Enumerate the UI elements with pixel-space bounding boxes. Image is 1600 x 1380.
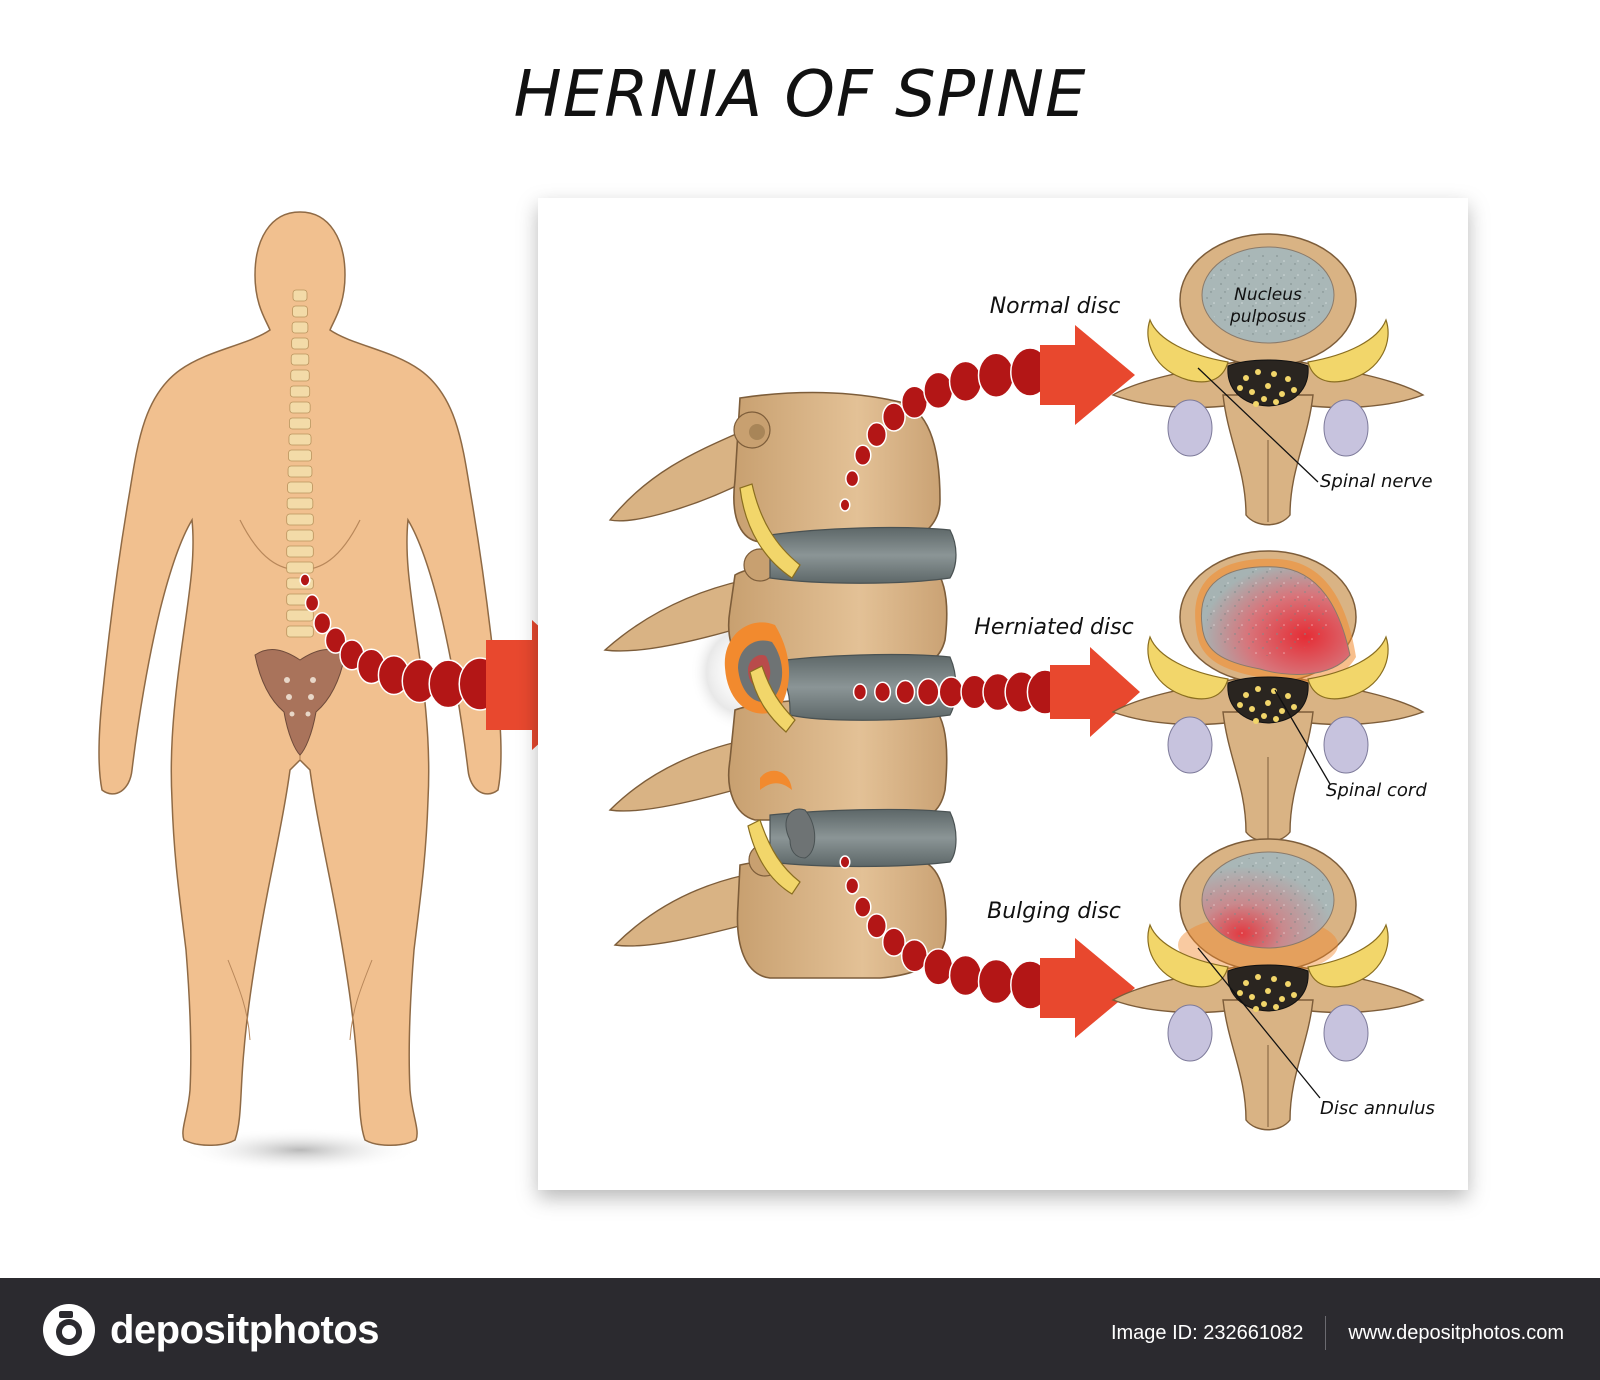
normal-disc-label: Normal disc — [990, 294, 1121, 319]
body-vertebra — [286, 609, 314, 622]
herniated-disc-cross-section — [1111, 550, 1425, 843]
camera-icon — [43, 1304, 95, 1356]
brand-name: depositphotos — [110, 1307, 380, 1352]
chain-bead — [313, 611, 332, 635]
body-vertebra — [286, 545, 314, 558]
website-link[interactable]: www.depositphotos.com — [1348, 1321, 1564, 1344]
body-vertebra — [291, 337, 309, 350]
body-vertebra — [288, 417, 311, 430]
chain-bead — [977, 958, 1015, 1005]
body-vertebra — [288, 449, 312, 462]
body-vertebra — [289, 385, 311, 398]
chain-bead — [845, 877, 860, 895]
chain-bead — [881, 927, 906, 957]
diagram-canvas: Normal disc Herniated disc Bulging disc … — [98, 198, 1468, 1190]
body-vertebra — [286, 513, 314, 526]
chain-bead — [948, 954, 983, 997]
herniated-disc-arrow — [1050, 647, 1140, 737]
page-title: HERNIA OF SPINE — [513, 58, 1087, 132]
chain-bead — [845, 469, 860, 488]
nucleus-pulposus-label-line2: pulposus — [1229, 307, 1306, 327]
spinal-nerve-leader-line — [1197, 367, 1319, 483]
footer-separator — [1325, 1316, 1327, 1350]
spine-column — [286, 289, 314, 638]
chain-bead — [916, 678, 940, 706]
chain-bead — [839, 498, 851, 512]
chain-bead — [304, 594, 320, 612]
chain-bead — [948, 360, 983, 403]
chain-bead — [923, 371, 954, 410]
normal-disc-arrow — [1040, 325, 1135, 425]
chain-bead — [977, 352, 1015, 398]
chain-bead — [923, 948, 954, 986]
bulging-disc-label: Bulging disc — [987, 899, 1121, 924]
body-vertebra — [286, 625, 314, 638]
chain-bead — [324, 627, 347, 654]
chain-bead — [854, 444, 872, 466]
body-vertebra — [289, 401, 311, 414]
disc-annulus-label: Disc annulus — [1320, 1098, 1435, 1119]
chain-bead — [854, 896, 872, 918]
bulging-disc-cross-section — [1111, 838, 1425, 1131]
sacrum-shape — [254, 649, 346, 756]
body-vertebra — [286, 561, 314, 574]
disc-annulus-leader-line — [1197, 947, 1321, 1099]
body-vertebra — [292, 289, 308, 302]
chain-bead — [881, 402, 906, 432]
body-vertebra — [292, 305, 308, 318]
body-vertebra — [287, 465, 313, 478]
brand-logo[interactable]: depositphotos — [40, 1300, 380, 1360]
chain-bead — [299, 573, 311, 587]
chain-bead — [866, 421, 888, 448]
body-vertebra — [288, 433, 312, 446]
chain-bead — [895, 679, 916, 705]
chain-bead — [874, 681, 892, 703]
chain-bead — [852, 683, 868, 701]
chain-bead — [839, 855, 851, 869]
body-vertebra — [286, 497, 314, 510]
body-vertebra — [290, 369, 310, 382]
human-body-figure — [98, 211, 502, 1172]
herniated-disc-label: Herniated disc — [974, 615, 1133, 640]
panel-chain-connectors — [839, 347, 1064, 1010]
body-vertebra — [286, 529, 314, 542]
body-vertebra — [291, 321, 309, 334]
normal-disc-cross-section — [1111, 233, 1425, 526]
bulging-disc-arrow — [1040, 938, 1135, 1038]
spinal-cord-label: Spinal cord — [1326, 780, 1427, 801]
body-vertebra — [290, 353, 310, 366]
nucleus-pulposus-label-line1: Nucleus — [1234, 285, 1302, 305]
chain-bead — [866, 913, 888, 939]
spinal-nerve-label: Spinal nerve — [1320, 471, 1433, 492]
footer-meta: Image ID: 232661082 www.depositphotos.co… — [1111, 1316, 1564, 1350]
footer-bar: depositphotos Image ID: 232661082 www.de… — [0, 1278, 1600, 1380]
spinal-cord-leader-line — [1274, 689, 1331, 785]
body-vertebra — [287, 481, 313, 494]
image-id: Image ID: 232661082 — [1110, 1321, 1304, 1344]
chain-bead — [938, 676, 964, 708]
